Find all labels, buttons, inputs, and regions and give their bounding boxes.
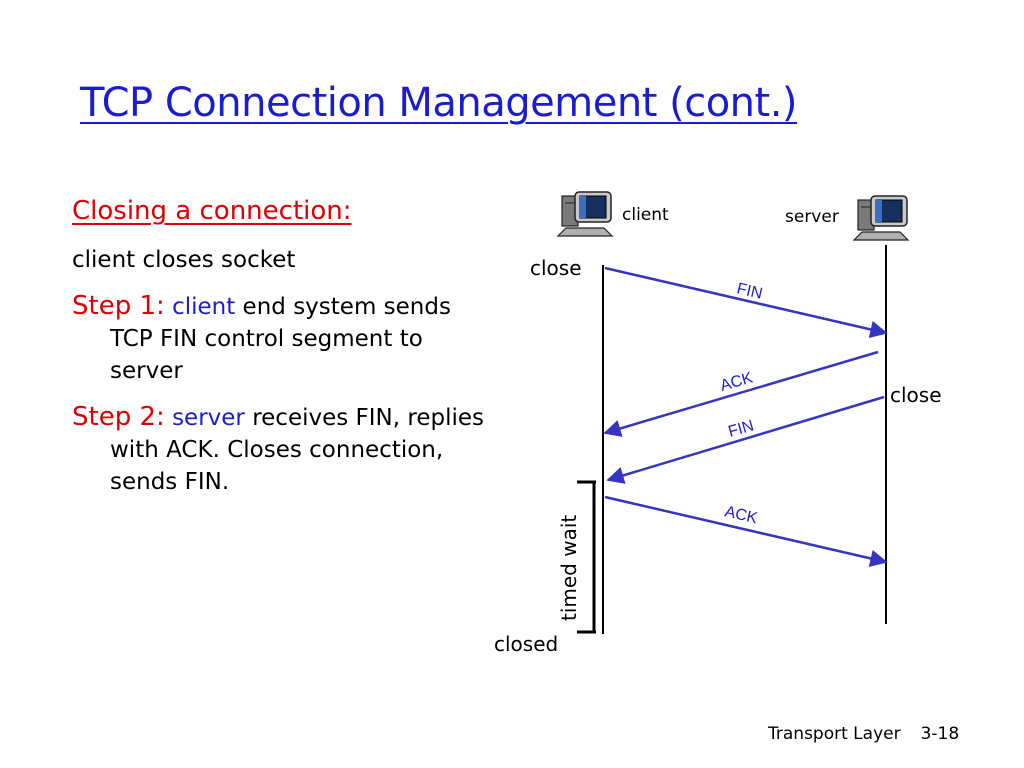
step-2-label: Step 2: xyxy=(72,402,165,432)
slide-footer: Transport Layer 3-18 xyxy=(768,724,959,744)
closing-description: Closing a connection: client closes sock… xyxy=(72,196,492,498)
server-computer-icon xyxy=(852,195,910,241)
ack-arrow-server-to-client xyxy=(603,350,879,437)
intro-text: client closes socket xyxy=(72,247,296,273)
footer-section: Transport Layer xyxy=(768,724,901,744)
footer-page-number: 3-18 xyxy=(920,724,960,744)
timed-wait-label: timed wait xyxy=(557,515,581,621)
slide-title: TCP Connection Management (cont.) xyxy=(80,80,798,126)
step-1-actor: client xyxy=(172,294,236,320)
step-1-text: end system sends TCP FIN control segment… xyxy=(110,294,451,384)
client-computer-icon xyxy=(556,191,614,237)
closed-label: closed xyxy=(494,632,558,656)
step-1: Step 1: client end system sends TCP FIN … xyxy=(72,290,492,387)
fin-label-1: FIN xyxy=(735,280,764,302)
fin-label-2: FIN xyxy=(726,417,755,440)
ack-arrow-client-to-server xyxy=(604,495,888,567)
server-close-label: close xyxy=(890,383,942,407)
section-heading: Closing a connection: xyxy=(72,196,352,226)
step-2: Step 2: server receives FIN, replies wit… xyxy=(72,401,492,498)
timed-wait-bracket xyxy=(577,480,596,634)
fin-arrow-server-to-client xyxy=(606,395,885,484)
step-2-text: receives FIN, replies with ACK. Closes c… xyxy=(110,405,484,495)
ack-label-2: ACK xyxy=(723,503,759,527)
step-1-label: Step 1: xyxy=(72,291,165,321)
step-2-actor: server xyxy=(172,405,245,431)
server-label: server xyxy=(785,207,839,227)
fin-arrow-client-to-server xyxy=(604,266,888,338)
client-label: client xyxy=(622,205,669,225)
client-close-label: close xyxy=(530,256,582,280)
